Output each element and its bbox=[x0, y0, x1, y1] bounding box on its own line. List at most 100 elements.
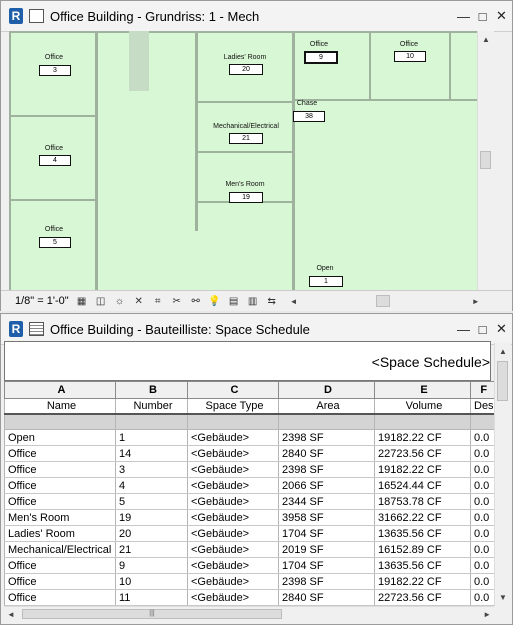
column-header[interactable]: Area bbox=[278, 398, 375, 415]
table-cell[interactable]: <Gebäude> bbox=[187, 461, 279, 478]
minimize-button[interactable]: — bbox=[457, 8, 470, 24]
plan-vertical-scrollbar[interactable]: ▲ bbox=[477, 31, 494, 290]
table-cell[interactable]: 10 bbox=[115, 573, 188, 590]
room-tag-number[interactable]: 5 bbox=[39, 237, 71, 248]
table-cell[interactable]: Office bbox=[4, 493, 116, 510]
table-cell[interactable]: <Gebäude> bbox=[187, 525, 279, 542]
table-cell[interactable]: Office bbox=[4, 557, 116, 574]
room-tag-number[interactable]: 10 bbox=[394, 51, 426, 62]
column-header[interactable]: Volume bbox=[374, 398, 471, 415]
table-cell[interactable]: <Gebäude> bbox=[187, 557, 279, 574]
view-scale[interactable]: 1/8" = 1'-0" bbox=[15, 295, 69, 307]
show-crop-icon[interactable]: ✂ bbox=[172, 295, 181, 307]
table-cell[interactable]: 2840 SF bbox=[278, 445, 375, 462]
scroll-up-arrow-icon[interactable]: ▲ bbox=[482, 34, 490, 44]
table-cell[interactable]: 0.0 bbox=[470, 493, 495, 510]
scroll-thumb[interactable] bbox=[497, 361, 508, 401]
table-cell[interactable]: <Gebäude> bbox=[187, 429, 279, 446]
table-cell[interactable]: 0.0 bbox=[470, 509, 495, 526]
table-cell[interactable]: Office bbox=[4, 461, 116, 478]
table-cell[interactable]: <Gebäude> bbox=[187, 573, 279, 590]
table-cell[interactable]: 11 bbox=[115, 589, 188, 606]
table-cell[interactable]: 3 bbox=[115, 461, 188, 478]
room-tag-number[interactable]: 20 bbox=[229, 64, 263, 75]
table-cell[interactable]: Office bbox=[4, 477, 116, 494]
table-cell[interactable]: 19182.22 CF bbox=[374, 429, 471, 446]
table-cell[interactable]: <Gebäude> bbox=[187, 589, 279, 606]
floor-plan-canvas[interactable]: Office 3 Office 4 Office 5 Ladies' Room … bbox=[9, 31, 494, 290]
table-cell[interactable]: 20 bbox=[115, 525, 188, 542]
maximize-button[interactable]: □ bbox=[478, 8, 487, 24]
scroll-up-arrow-icon[interactable]: ▲ bbox=[499, 346, 507, 356]
table-cell[interactable]: 2398 SF bbox=[278, 461, 375, 478]
table-cell[interactable]: 0.0 bbox=[470, 573, 495, 590]
analysis-icon[interactable]: ▥ bbox=[247, 295, 258, 307]
table-cell[interactable]: 13635.56 CF bbox=[374, 557, 471, 574]
room-tag-number[interactable]: 19 bbox=[229, 192, 263, 203]
scroll-thumb[interactable] bbox=[375, 295, 390, 307]
room-tag-number[interactable]: 38 bbox=[293, 111, 325, 122]
table-cell[interactable]: 19182.22 CF bbox=[374, 573, 471, 590]
table-cell[interactable]: <Gebäude> bbox=[187, 541, 279, 558]
column-header[interactable]: Space Type bbox=[187, 398, 279, 415]
column-header[interactable]: Des bbox=[470, 398, 495, 415]
room-tag-number[interactable]: 9 bbox=[304, 51, 338, 64]
table-cell[interactable]: <Gebäude> bbox=[187, 493, 279, 510]
table-cell[interactable]: Mechanical/Electrical bbox=[4, 541, 116, 558]
table-cell[interactable]: 14 bbox=[115, 445, 188, 462]
visual-style-icon[interactable]: ◫ bbox=[95, 295, 106, 307]
table-cell[interactable]: 1704 SF bbox=[278, 557, 375, 574]
table-cell[interactable]: 2019 SF bbox=[278, 541, 375, 558]
room-tag-number[interactable]: 21 bbox=[229, 133, 263, 144]
maximize-button[interactable]: □ bbox=[478, 321, 487, 337]
column-letter[interactable]: B bbox=[115, 381, 188, 399]
schedule-horizontal-scrollbar[interactable]: ◄ ||| ► bbox=[4, 606, 494, 621]
table-cell[interactable]: 0.0 bbox=[470, 429, 495, 446]
scroll-right-arrow-icon[interactable]: ► bbox=[471, 296, 480, 306]
table-cell[interactable]: 0.0 bbox=[470, 477, 495, 494]
table-cell[interactable]: <Gebäude> bbox=[187, 445, 279, 462]
scroll-thumb[interactable] bbox=[480, 151, 491, 169]
close-button[interactable]: ✕ bbox=[496, 8, 507, 23]
detail-level-icon[interactable]: ▦ bbox=[76, 295, 87, 307]
scroll-right-arrow-icon[interactable]: ► bbox=[483, 609, 491, 619]
close-button[interactable]: ✕ bbox=[496, 321, 507, 336]
lock-3d-icon[interactable]: ▤ bbox=[228, 295, 239, 307]
table-cell[interactable]: 0.0 bbox=[470, 525, 495, 542]
table-cell[interactable]: Office bbox=[4, 589, 116, 606]
table-cell[interactable]: 0.0 bbox=[470, 589, 495, 606]
table-cell[interactable]: 3958 SF bbox=[278, 509, 375, 526]
table-cell[interactable]: 21 bbox=[115, 541, 188, 558]
table-cell[interactable]: 22723.56 CF bbox=[374, 445, 471, 462]
table-cell[interactable]: 1704 SF bbox=[278, 525, 375, 542]
table-cell[interactable]: Office bbox=[4, 445, 116, 462]
table-cell[interactable]: 0.0 bbox=[470, 541, 495, 558]
schedule-titlebar[interactable]: R Office Building - Bauteilliste: Space … bbox=[1, 314, 512, 345]
table-cell[interactable]: 0.0 bbox=[470, 557, 495, 574]
temporary-hide-icon[interactable]: ⚯ bbox=[191, 295, 200, 307]
column-header[interactable]: Name bbox=[4, 398, 116, 415]
table-cell[interactable]: 31662.22 CF bbox=[374, 509, 471, 526]
table-cell[interactable]: 18753.78 CF bbox=[374, 493, 471, 510]
table-cell[interactable]: <Gebäude> bbox=[187, 509, 279, 526]
column-letter[interactable]: E bbox=[374, 381, 471, 399]
reveal-hidden-icon[interactable]: 💡 bbox=[208, 295, 221, 307]
minimize-button[interactable]: — bbox=[457, 321, 470, 337]
column-letter[interactable]: A bbox=[4, 381, 116, 399]
table-cell[interactable]: 9 bbox=[115, 557, 188, 574]
table-cell[interactable]: Open bbox=[4, 429, 116, 446]
table-cell[interactable]: 0.0 bbox=[470, 445, 495, 462]
table-cell[interactable]: 2344 SF bbox=[278, 493, 375, 510]
scroll-left-arrow-icon[interactable]: ◄ bbox=[7, 609, 15, 619]
table-cell[interactable]: 4 bbox=[115, 477, 188, 494]
